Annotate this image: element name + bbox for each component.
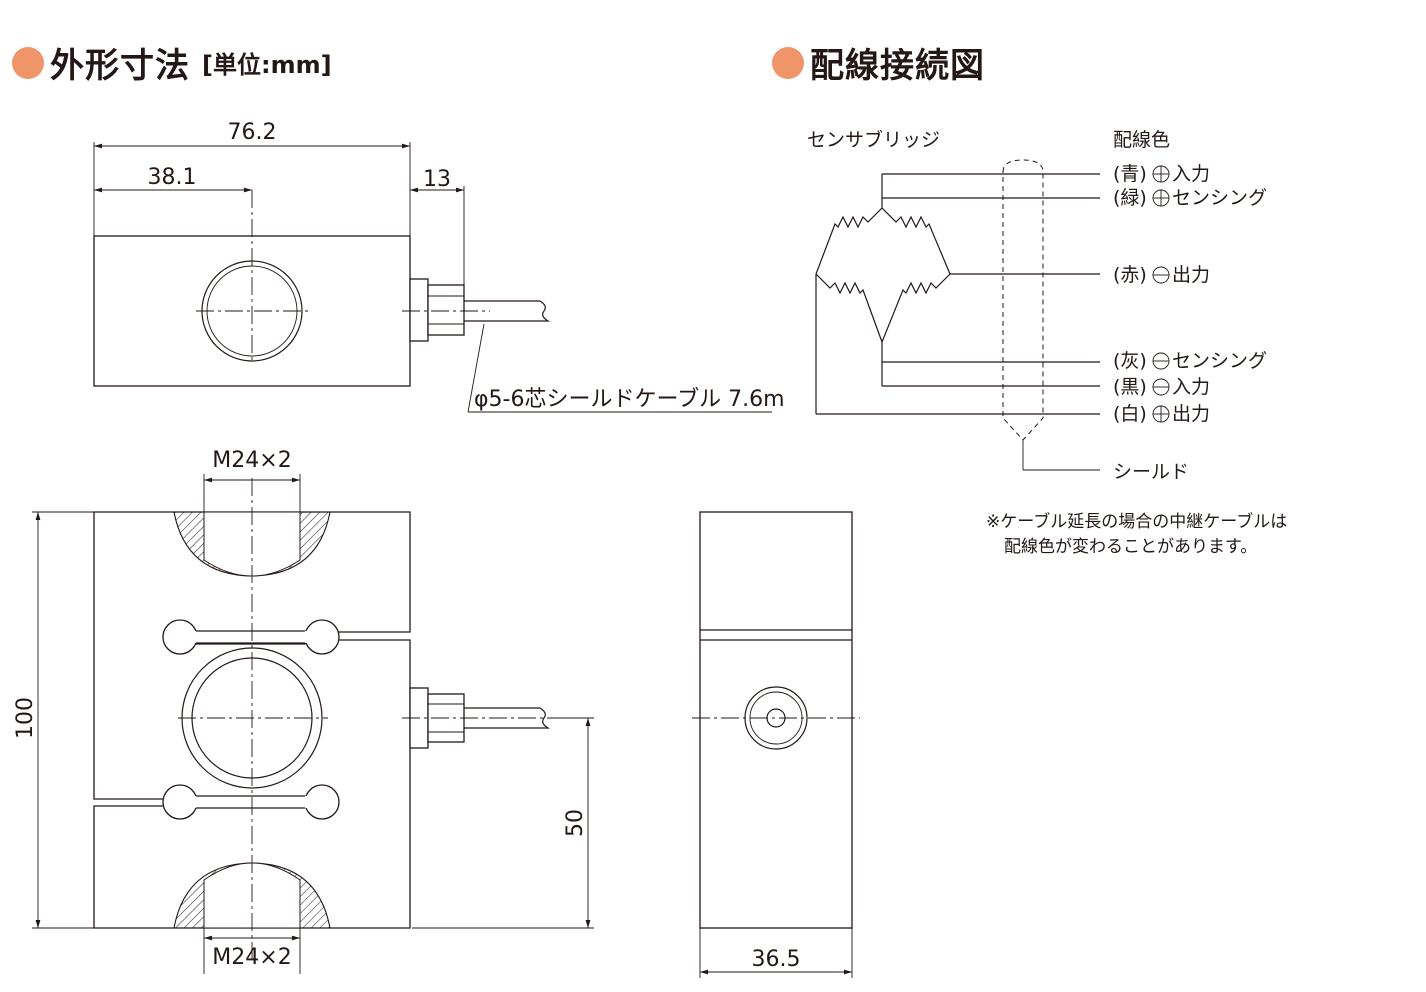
svg-text:(黒): (黒) [1113, 376, 1147, 398]
bridge-label: センサブリッジ [807, 128, 940, 151]
dim-height: 100 [13, 697, 38, 739]
front-view: 100 50 M24×2 M24×2 [13, 448, 594, 974]
dim-total-width: 76.2 [228, 120, 277, 145]
wiring-heading: 配線接続図 [772, 38, 985, 87]
dimensions-title: 外形寸法 [50, 46, 190, 86]
color-header: 配線色 [1113, 129, 1170, 151]
wire-label-green: (緑) センシング [1113, 187, 1267, 209]
dim-depth: 36.5 [752, 947, 801, 972]
wire-label-gray: (灰) センシング [1113, 350, 1267, 372]
dim-thread-top: M24×2 [212, 448, 291, 473]
wire-label-black: (黒) 入力 [1113, 376, 1210, 398]
dim-thread-bottom: M24×2 [212, 945, 291, 970]
wiring-title: 配線接続図 [810, 46, 985, 86]
dim-cable-offset: 13 [423, 167, 451, 192]
svg-text:出力: 出力 [1172, 403, 1210, 425]
note-line-2: 配線色が変わることがあります。 [1004, 537, 1258, 557]
bullet-dot-icon [12, 46, 44, 79]
svg-text:入力: 入力 [1172, 376, 1210, 398]
svg-text:センシング: センシング [1172, 350, 1267, 372]
dim-cable-height: 50 [563, 809, 588, 837]
bullet-dot-icon [772, 46, 804, 79]
wire-label-white: (白) 出力 [1113, 403, 1210, 425]
side-view: 36.5 [692, 511, 860, 978]
svg-text:センシング: センシング [1172, 187, 1267, 209]
svg-text:(灰): (灰) [1113, 350, 1147, 372]
shield-label: シールド [1113, 461, 1189, 483]
svg-text:(青): (青) [1113, 163, 1147, 185]
svg-text:(緑): (緑) [1113, 187, 1147, 209]
top-view: 76.2 38.1 13 φ5-6芯シールドケーブル 7.6m [93, 120, 785, 413]
wiring-note: ※ケーブル延長の場合の中継ケーブルは 配線色が変わることがあります。 [986, 510, 1287, 560]
wire-label-blue: (青) 入力 [1113, 163, 1210, 185]
wiring-diagram: センサブリッジ 配線色 シールド (青) 入力 (緑) セン [807, 128, 1267, 483]
dimensions-heading: 外形寸法 [単位:mm] [12, 38, 332, 87]
wire-label-red: (赤) 出力 [1113, 264, 1210, 286]
svg-text:入力: 入力 [1172, 163, 1210, 185]
svg-text:(白): (白) [1113, 403, 1147, 425]
note-line-1: ※ケーブル延長の場合の中継ケーブルは [986, 512, 1288, 532]
cable-label: φ5-6芯シールドケーブル 7.6m [474, 387, 785, 412]
svg-text:出力: 出力 [1172, 264, 1210, 286]
shield-outline [1002, 159, 1044, 441]
dim-half-width: 38.1 [148, 165, 197, 190]
unit-label: [単位:mm] [202, 51, 332, 79]
svg-text:(赤): (赤) [1113, 264, 1147, 286]
side-view-body [699, 511, 853, 929]
